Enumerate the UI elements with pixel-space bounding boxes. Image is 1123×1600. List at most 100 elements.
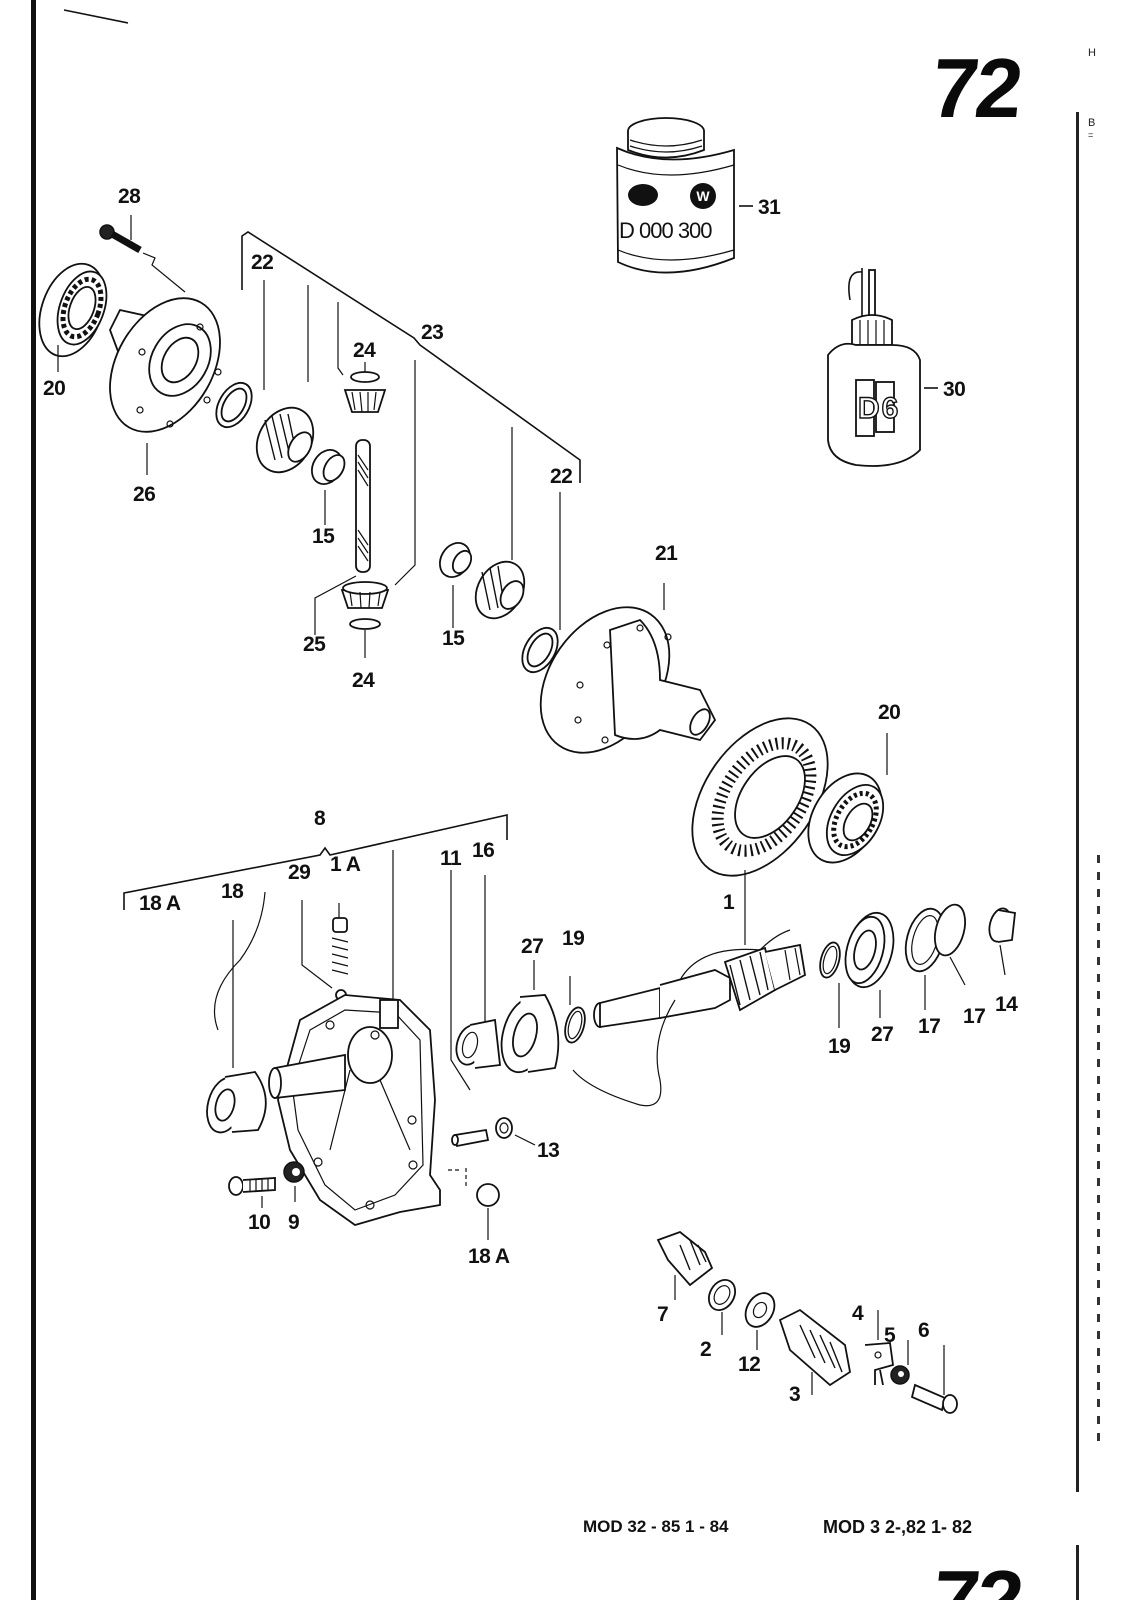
callout-11: 11 xyxy=(440,847,462,870)
pinion-shaft-25 xyxy=(314,362,390,658)
dowel-pin-11 xyxy=(451,1128,490,1148)
callout-26: 26 xyxy=(133,483,156,506)
ring-gear-1 xyxy=(691,717,829,945)
right-border xyxy=(1076,112,1079,1492)
bearing-27-right xyxy=(844,911,895,1018)
differential-flange-26 xyxy=(109,297,222,475)
callout-16: 16 xyxy=(472,839,495,862)
differential-housing-21 xyxy=(539,583,717,754)
callout-10: 10 xyxy=(248,1211,271,1234)
clamp-4 xyxy=(864,1310,894,1386)
edge-tick xyxy=(1097,957,1100,965)
callout-31: 31 xyxy=(758,196,781,219)
edge-tick xyxy=(1097,1331,1100,1339)
edge-tick xyxy=(1097,1246,1100,1254)
edge-tick xyxy=(1097,940,1100,948)
callout-27: 27 xyxy=(871,1023,894,1046)
bushing-15-right xyxy=(439,542,473,628)
spring-1a xyxy=(331,917,349,1001)
edge-tick xyxy=(1097,1348,1100,1356)
callout-15: 15 xyxy=(442,627,465,650)
ring-2 xyxy=(707,1279,737,1335)
footer-model-left: MOD 32 - 85 1 - 84 xyxy=(583,1517,729,1536)
plug-18a xyxy=(448,1168,500,1240)
nut-9 xyxy=(283,1161,305,1202)
speedo-drive-3 xyxy=(778,1308,851,1395)
callout-8: 8 xyxy=(314,807,326,830)
edge-tick xyxy=(1097,1399,1100,1407)
callout-7: 7 xyxy=(657,1303,669,1326)
edge-tick xyxy=(1097,1025,1100,1033)
bolt-28 xyxy=(99,215,186,293)
svg-text:W: W xyxy=(696,188,710,204)
edge-tick xyxy=(1097,1059,1100,1067)
right-border-lower xyxy=(1076,1545,1079,1600)
bearing-20-right xyxy=(807,733,888,864)
edge-tick xyxy=(1097,1008,1100,1016)
callout-23: 23 xyxy=(421,321,444,344)
edge-tick xyxy=(1097,923,1100,931)
side-letter-h: H xyxy=(1088,47,1096,59)
edge-tick xyxy=(1097,1195,1100,1203)
oil-seal-18 xyxy=(206,1071,267,1134)
footer-model-right: MOD 3 2-,82 1- 82 xyxy=(823,1517,973,1537)
edge-tick xyxy=(1097,1212,1100,1220)
callout-20: 20 xyxy=(43,377,66,400)
side-gear-left xyxy=(255,406,315,474)
callout-15: 15 xyxy=(312,525,335,548)
page-number: 72 xyxy=(927,41,1025,135)
callout-22: 22 xyxy=(550,465,573,488)
edge-tick xyxy=(1097,889,1100,897)
callout-24: 24 xyxy=(353,339,376,362)
edge-tick xyxy=(1097,1161,1100,1169)
washer-5 xyxy=(890,1340,910,1385)
side-letter-b: B xyxy=(1088,117,1096,129)
thrust-washer-22-left xyxy=(215,382,253,428)
can-code: D 000 300 xyxy=(619,218,713,243)
edge-tick xyxy=(1097,991,1100,999)
ring-17-a xyxy=(904,907,946,1010)
callout-3: 3 xyxy=(789,1383,801,1406)
vw-logo-icon xyxy=(690,183,716,209)
callout-19: 19 xyxy=(828,1035,851,1058)
bushing-16 xyxy=(455,1018,501,1069)
callout-22: 22 xyxy=(251,251,274,274)
callout-14: 14 xyxy=(995,993,1018,1016)
callout-2: 2 xyxy=(700,1338,712,1361)
edge-tick xyxy=(1097,1144,1100,1152)
can-d000300-illustration: W xyxy=(616,117,753,274)
bolt-10 xyxy=(228,1176,276,1208)
edge-tick xyxy=(1097,1127,1100,1135)
bracket-8 xyxy=(123,813,508,910)
bracket-23 xyxy=(241,231,581,483)
callout-19: 19 xyxy=(562,927,585,950)
edge-tick xyxy=(1097,974,1100,982)
side-mark: = xyxy=(1088,130,1094,140)
edge-tick xyxy=(1097,1178,1100,1186)
bolt-6 xyxy=(910,1345,958,1414)
edge-tick xyxy=(1097,1280,1100,1288)
callout-29: 29 xyxy=(288,861,311,884)
edge-tick xyxy=(1097,1365,1100,1373)
edge-tick xyxy=(1097,1093,1100,1101)
bushing-15-left xyxy=(311,449,346,525)
callout-13: 13 xyxy=(537,1139,560,1162)
callout-4: 4 xyxy=(852,1302,864,1325)
edge-tick xyxy=(1097,1263,1100,1271)
thrust-washer-22-right xyxy=(521,492,561,673)
edge-tick xyxy=(1097,1110,1100,1118)
callout-20: 20 xyxy=(878,701,901,724)
callout-21: 21 xyxy=(655,542,678,565)
bearing-27-left xyxy=(500,960,560,1074)
next-page-number-cropped: 72 xyxy=(933,1558,1025,1600)
audi-logo-icon xyxy=(628,184,658,206)
callout-1: 1 xyxy=(723,891,735,914)
edge-tick xyxy=(1097,1433,1100,1441)
edge-tick xyxy=(1097,1382,1100,1390)
speedo-gear-7 xyxy=(656,1230,714,1300)
edge-tick xyxy=(1097,872,1100,880)
ring-17-b xyxy=(933,903,967,986)
gearbox-cover-8 xyxy=(268,994,441,1226)
